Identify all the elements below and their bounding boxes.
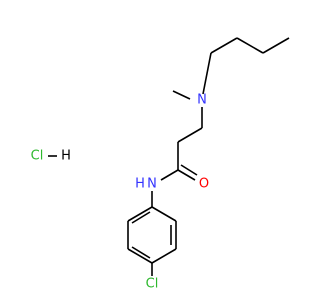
- bond-butyl-c1-c2: [210, 37, 238, 54]
- bond-ring-4: [127, 248, 153, 264]
- bond-amine-butyl: [202, 52, 212, 95]
- carbonyl-oxygen-label: O: [199, 177, 209, 192]
- bond-carbonyl-oxygen-1: [177, 169, 196, 181]
- bond-ring-inner-3: [131, 211, 151, 224]
- molecule-drawing: N N H O Cl Cl H: [31, 37, 290, 292]
- bond-ring-6: [127, 206, 153, 222]
- bond-ring-inner-2: [131, 246, 151, 259]
- salt-chlorine-label: Cl: [31, 149, 44, 164]
- amide-nitrogen-label: N: [147, 177, 157, 192]
- bond-ch2-ch2: [177, 127, 203, 143]
- amide-hydrogen-label: H: [135, 177, 145, 192]
- bond-butyl-c3-c4: [262, 37, 290, 54]
- bond-carbonyl-amide-n: [160, 169, 179, 181]
- bond-amine-methyl: [172, 90, 191, 100]
- bond-ring-3: [151, 248, 177, 264]
- bond-ring-1: [151, 206, 177, 222]
- bond-butyl-c2-c3: [236, 37, 264, 54]
- ring-chlorine-label: Cl: [146, 277, 159, 292]
- salt-hydrogen-label: H: [61, 149, 71, 164]
- structure-diagram: N N H O Cl Cl H: [31, 37, 290, 292]
- bond-carbonyl-oxygen-2: [180, 164, 198, 176]
- amine-nitrogen-label: N: [197, 93, 207, 108]
